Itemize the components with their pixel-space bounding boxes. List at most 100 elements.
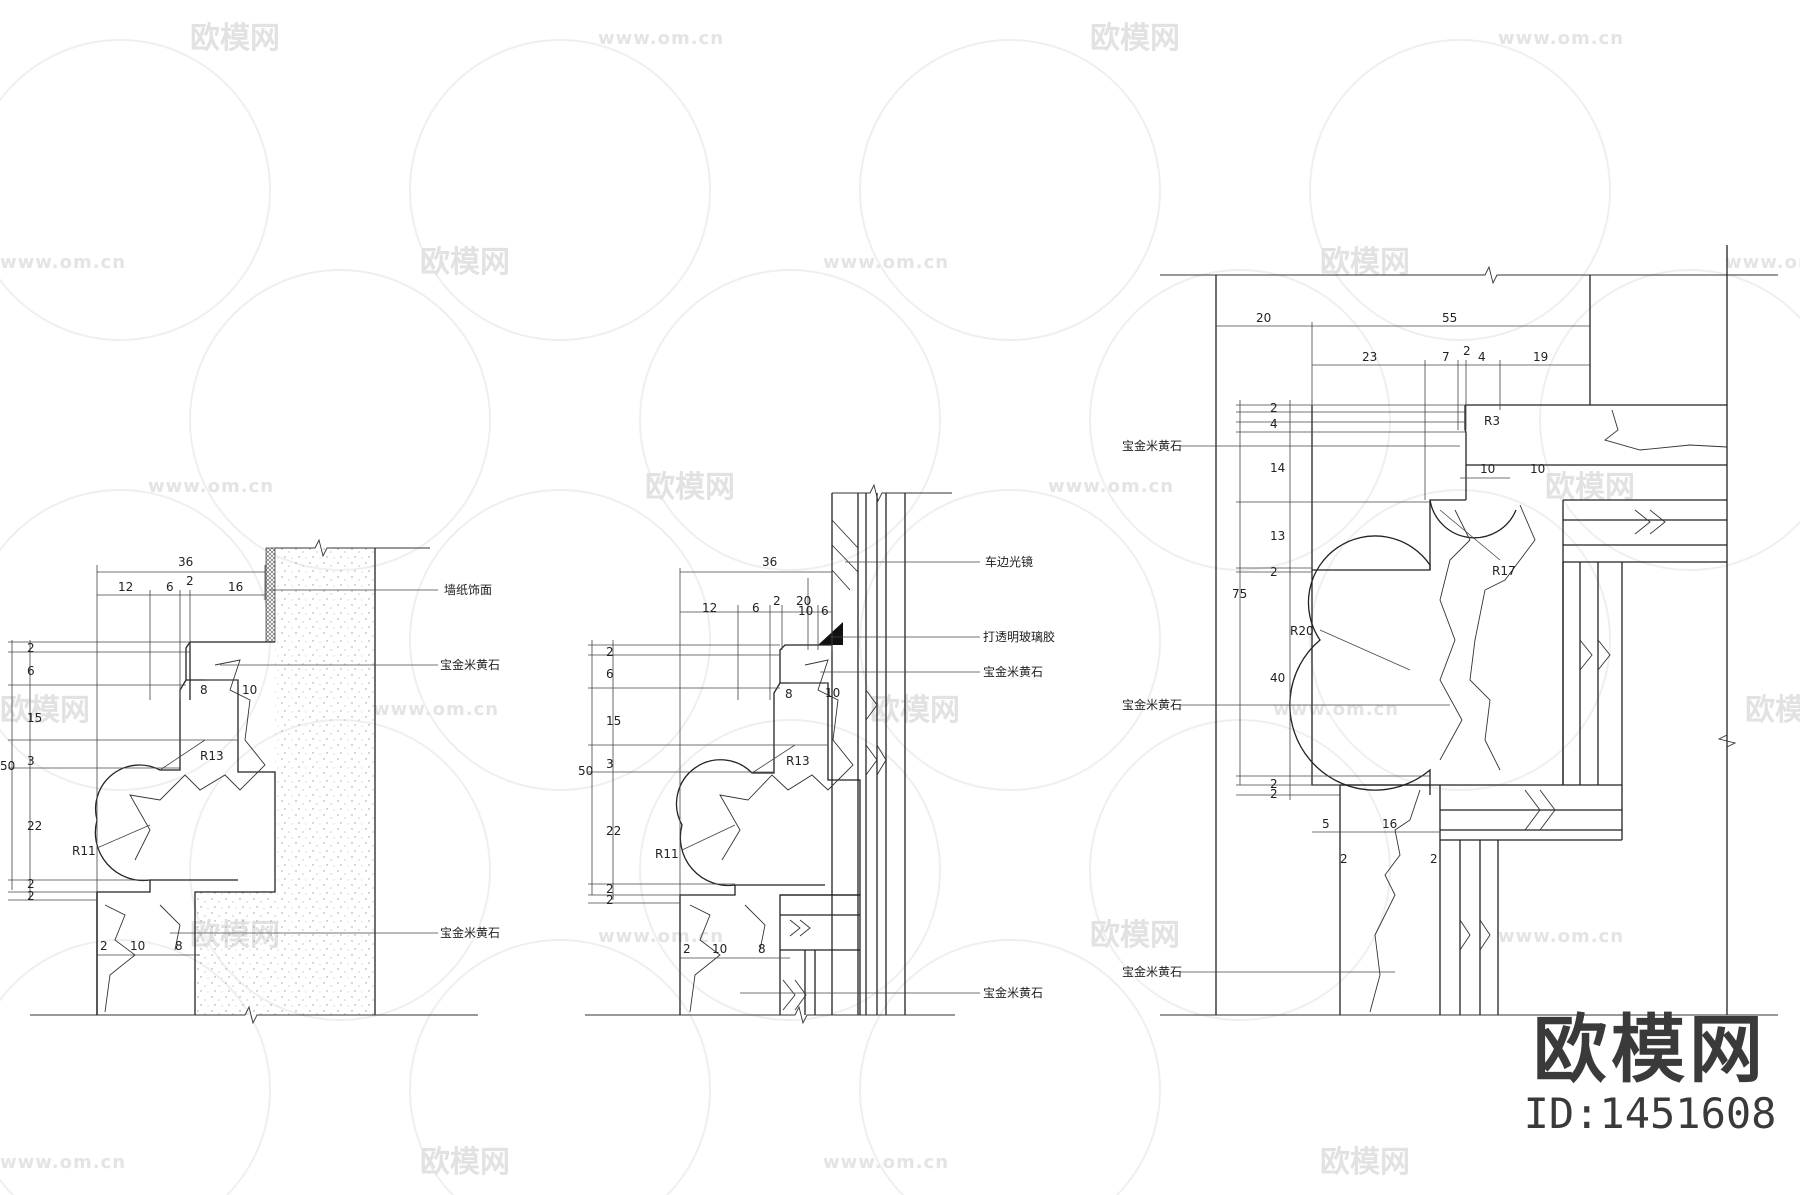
watermark-url: www.om.cn: [1498, 28, 1624, 49]
watermark-brand: 欧模网: [870, 693, 960, 728]
dim-value: 3: [606, 757, 614, 771]
dim-value: 12: [702, 601, 717, 615]
dim-value: 2: [606, 882, 614, 896]
brand-name: 欧模网: [1533, 1007, 1767, 1093]
watermark-url: www.om.cn: [598, 28, 724, 49]
dim-value: 2: [100, 939, 108, 953]
dim-value: 2: [1270, 787, 1278, 801]
dim-value: 2: [186, 574, 194, 588]
upper-cove: [1429, 499, 1517, 539]
dim-value: 36: [762, 555, 777, 569]
dimension-values: 20 55 23 7 2 4 19 2 4 R3 14 10 10 13 R17…: [1232, 311, 1548, 866]
dim-value: 2: [27, 641, 35, 655]
watermark-url: www.om.cn: [823, 1152, 949, 1173]
dim-value: 2: [1340, 852, 1348, 866]
dimension-values: 36 20 12 6 2 10 6 8 10 2 6 15 50 3 22 2 …: [578, 555, 840, 956]
dim-value: 2: [606, 645, 614, 659]
stone-texture: [129, 659, 266, 861]
dim-radius: R17: [1492, 564, 1516, 578]
stone-texture: [1439, 509, 1471, 761]
dimension-lines: [588, 560, 833, 959]
watermark-url: www.om.cn: [0, 252, 126, 273]
watermark-url: www.om.cn: [1725, 252, 1800, 273]
model-id: ID:1451608: [1523, 1089, 1777, 1138]
dim-value: 15: [606, 714, 621, 728]
dim-value: 6: [752, 601, 760, 615]
watermark-brand: 欧模网: [1545, 470, 1635, 505]
dim-value: 10: [798, 604, 813, 618]
dim-value: 14: [1270, 461, 1285, 475]
dim-value: 2: [1270, 777, 1278, 791]
dim-value: 2: [773, 594, 781, 608]
dim-value: 22: [27, 819, 42, 833]
break-line-top: [1160, 265, 1778, 285]
dim-value: 2: [1430, 852, 1438, 866]
callout-leaders: [170, 589, 438, 934]
dim-radius: R13: [786, 754, 810, 768]
dim-value: 8: [785, 687, 793, 701]
watermark-url: www.om.cn: [373, 699, 499, 720]
dim-value: 36: [178, 555, 193, 569]
dim-value: 10: [130, 939, 145, 953]
label-stone: 宝金米黄石: [983, 664, 1043, 679]
dim-value: 2: [27, 889, 35, 903]
watermark-brand: 欧模网: [645, 470, 735, 505]
dim-value: 10: [1480, 462, 1495, 476]
dim-value: 2: [1270, 565, 1278, 579]
dim-value: 50: [578, 764, 593, 778]
dim-value: 7: [1442, 350, 1450, 364]
watermark-brand: 欧模网: [420, 1145, 510, 1180]
molding-detail-1: 36 12 6 2 16 8 10 2 6 15 3 22 2 2 50 R13…: [0, 538, 500, 1025]
stone-profile-outline: [1311, 405, 1466, 795]
label-sealant: 打透明玻璃胶: [983, 629, 1055, 644]
dim-radius: R13: [200, 749, 224, 763]
dim-value: 10: [825, 686, 840, 700]
base-layers: [780, 894, 861, 1015]
watermark-url: www.om.cn: [1498, 926, 1624, 947]
dim-value: 6: [606, 667, 614, 681]
brand-logo-block: 欧模网 ID:1451608: [1505, 1010, 1795, 1138]
dim-value: 16: [1382, 817, 1397, 831]
dim-value: 8: [175, 939, 183, 953]
dim-value: 10: [1530, 462, 1545, 476]
break-line-wall: [1717, 734, 1737, 748]
stone-texture: [104, 904, 181, 1013]
dim-value: 12: [118, 580, 133, 594]
label-stone: 宝金米黄石: [983, 985, 1043, 1000]
profile-inner-line: [96, 642, 191, 1015]
stone-texture: [689, 904, 766, 1013]
dimension-lines: [8, 565, 266, 956]
wall-layers: [831, 493, 906, 1015]
break-line-top: [832, 483, 952, 503]
stone-texture: [1369, 789, 1421, 1013]
watermark-brand: 欧模网: [0, 693, 90, 728]
label-stone: 宝金米黄石: [440, 657, 500, 672]
label-stone: 宝金米黄石: [1122, 697, 1182, 712]
dimension-values: 36 12 6 2 16 8 10 2 6 15 3 22 2 2 50 R13…: [0, 555, 257, 953]
sealant-wedge: [818, 622, 843, 645]
watermark-brand: 欧模网: [1745, 693, 1800, 728]
board-chevrons: [865, 689, 887, 776]
wall-concrete-hatch: [195, 548, 375, 1015]
callout-leaders: [740, 561, 980, 994]
dim-value: 22: [606, 824, 621, 838]
dim-value: 5: [1322, 817, 1330, 831]
watermark-brand: 欧模网: [1090, 918, 1180, 953]
molding-curve: [675, 682, 781, 887]
molding-curve: [1289, 535, 1431, 791]
callout-leaders: [1180, 445, 1460, 973]
dim-radius: R11: [72, 844, 96, 858]
dim-value: 20: [796, 594, 811, 608]
floor-line: [585, 1005, 955, 1025]
dim-value: 2: [683, 942, 691, 956]
dim-value: 10: [242, 683, 257, 697]
dim-radius: R3: [1484, 414, 1500, 428]
watermark-url: www.om.cn: [0, 1152, 126, 1173]
molding-curve: [94, 679, 187, 882]
label-stone: 宝金米黄石: [1122, 964, 1182, 979]
watermark-url: www.om.cn: [1273, 699, 1399, 720]
dim-value: 23: [1362, 350, 1377, 364]
dim-value: 15: [27, 711, 42, 725]
watermark-url: www.om.cn: [148, 476, 274, 497]
